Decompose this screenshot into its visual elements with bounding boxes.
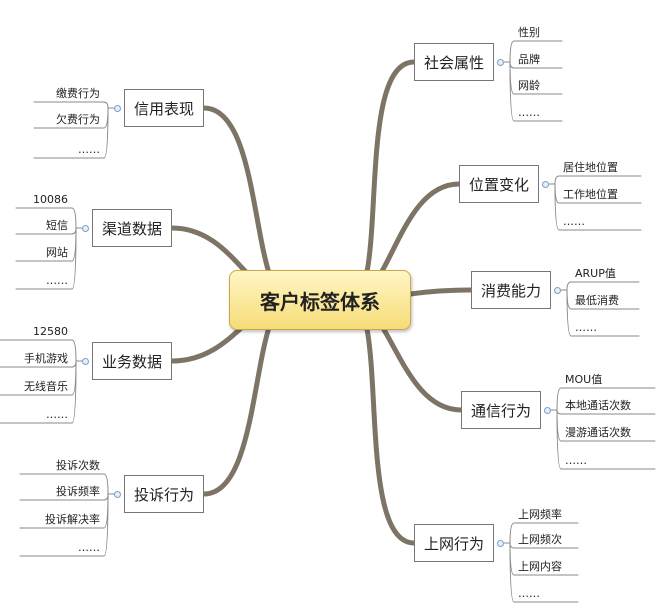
- branch-connector-internet: [347, 297, 417, 546]
- collapse-dot-communication[interactable]: [544, 406, 551, 414]
- leaf-connector-consumption-0: [566, 281, 640, 291]
- branch-node-consumption[interactable]: 消费能力: [471, 271, 551, 309]
- branch-node-communication[interactable]: 通信行为: [461, 391, 541, 429]
- branch-node-channel[interactable]: 渠道数据: [92, 209, 172, 247]
- branch-node-location[interactable]: 位置变化: [459, 165, 539, 203]
- collapse-dot-business[interactable]: [82, 357, 89, 365]
- leaf-social-3[interactable]: ……: [518, 106, 540, 119]
- branch-node-social[interactable]: 社会属性: [414, 43, 494, 81]
- leaf-business-3[interactable]: ……: [46, 408, 68, 421]
- leaf-connector-communication-3: [556, 409, 656, 470]
- branch-connector-social: [347, 59, 417, 303]
- leaf-communication-0[interactable]: MOU值: [565, 373, 603, 386]
- leaf-channel-0[interactable]: 10086: [33, 193, 68, 206]
- leaf-internet-2[interactable]: 上网内容: [518, 560, 562, 573]
- root-node[interactable]: 客户标签体系: [229, 270, 411, 330]
- leaf-connector-internet-0: [509, 522, 579, 544]
- branch-node-business[interactable]: 业务数据: [92, 342, 172, 380]
- collapse-dot-social[interactable]: [497, 58, 504, 66]
- leaf-connector-social-0: [509, 40, 563, 63]
- leaf-communication-2[interactable]: 漫游通话次数: [565, 426, 631, 439]
- branch-node-internet[interactable]: 上网行为: [414, 524, 494, 562]
- leaf-complaint-0[interactable]: 投诉次数: [56, 459, 100, 472]
- leaf-communication-3[interactable]: ……: [565, 454, 587, 467]
- leaf-internet-0[interactable]: 上网频率: [518, 508, 562, 521]
- leaf-channel-3[interactable]: ……: [46, 274, 68, 287]
- leaf-connector-business-0: [0, 339, 77, 362]
- collapse-dot-channel[interactable]: [82, 224, 89, 232]
- leaf-channel-2[interactable]: 网站: [46, 246, 68, 259]
- leaf-complaint-1[interactable]: 投诉频率: [56, 485, 100, 498]
- leaf-social-2[interactable]: 网龄: [518, 79, 540, 92]
- branch-node-complaint[interactable]: 投诉行为: [124, 475, 204, 513]
- leaf-connector-communication-0: [556, 387, 656, 411]
- leaf-credit-2[interactable]: ……: [78, 143, 100, 156]
- collapse-dot-consumption[interactable]: [554, 286, 561, 294]
- leaf-consumption-0[interactable]: ARUP值: [575, 267, 616, 280]
- branch-node-credit[interactable]: 信用表现: [124, 89, 204, 127]
- leaf-connector-complaint-0: [19, 473, 109, 495]
- collapse-dot-internet[interactable]: [497, 539, 504, 547]
- leaf-connector-location-0: [554, 175, 642, 185]
- leaf-connector-location-2: [554, 183, 642, 231]
- collapse-dot-complaint[interactable]: [114, 490, 121, 498]
- collapse-dot-location[interactable]: [542, 180, 549, 188]
- leaf-connector-internet-3: [509, 542, 579, 603]
- collapse-dot-credit[interactable]: [114, 104, 121, 112]
- leaf-connector-credit-0: [33, 101, 109, 109]
- leaf-connector-social-3: [509, 61, 563, 122]
- leaf-connector-channel-3: [15, 227, 77, 290]
- leaf-connector-channel-0: [15, 207, 77, 229]
- leaf-connector-business-3: [0, 360, 77, 424]
- leaf-connector-complaint-3: [19, 493, 109, 557]
- leaf-business-1[interactable]: 手机游戏: [24, 352, 68, 365]
- leaf-social-0[interactable]: 性别: [518, 26, 540, 39]
- leaf-credit-0[interactable]: 缴费行为: [56, 87, 100, 100]
- leaf-internet-3[interactable]: ……: [518, 587, 540, 600]
- leaf-communication-1[interactable]: 本地通话次数: [565, 399, 631, 412]
- leaf-credit-1[interactable]: 欠费行为: [56, 113, 100, 126]
- leaf-business-2[interactable]: 无线音乐: [24, 380, 68, 393]
- leaf-channel-1[interactable]: 短信: [46, 219, 68, 232]
- leaf-location-1[interactable]: 工作地位置: [563, 188, 618, 201]
- leaf-social-1[interactable]: 品牌: [518, 53, 540, 66]
- leaf-location-2[interactable]: ……: [563, 215, 585, 228]
- leaf-complaint-2[interactable]: 投诉解决率: [45, 513, 100, 526]
- leaf-consumption-1[interactable]: 最低消费: [575, 294, 619, 307]
- leaf-connector-consumption-2: [566, 289, 640, 337]
- leaf-internet-1[interactable]: 上网频次: [518, 533, 562, 546]
- leaf-business-0[interactable]: 12580: [33, 325, 68, 338]
- leaf-complaint-3[interactable]: ……: [78, 541, 100, 554]
- leaf-consumption-2[interactable]: ……: [575, 321, 597, 334]
- leaf-location-0[interactable]: 居住地位置: [563, 161, 618, 174]
- leaf-connector-credit-2: [33, 107, 109, 159]
